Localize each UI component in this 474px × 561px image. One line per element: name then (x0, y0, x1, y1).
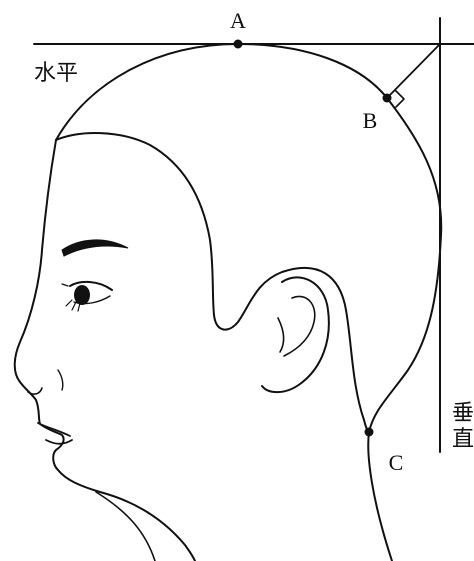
ear-canal (278, 318, 284, 352)
hairline (56, 133, 369, 432)
point-a-label: A (230, 8, 246, 33)
point-c-label: C (389, 450, 404, 475)
nostril (28, 388, 42, 394)
horizontal-label: 水平 (34, 61, 78, 86)
point-a-dot (234, 40, 243, 49)
cheek-line (58, 370, 63, 390)
upper-lip (38, 423, 70, 436)
eyebrow (62, 240, 128, 256)
point-b-dot (383, 94, 392, 103)
point-b-label: B (363, 108, 378, 133)
ear-inner (284, 296, 315, 356)
vertical-label-char-1: 垂 (452, 401, 474, 426)
lower-lip (46, 440, 72, 444)
right-angle-marker (395, 90, 404, 107)
point-c-dot (365, 428, 374, 437)
ear-outer (262, 277, 329, 392)
vertical-label-char-2: 直 (452, 427, 474, 452)
jaw-neck-line (96, 492, 155, 561)
